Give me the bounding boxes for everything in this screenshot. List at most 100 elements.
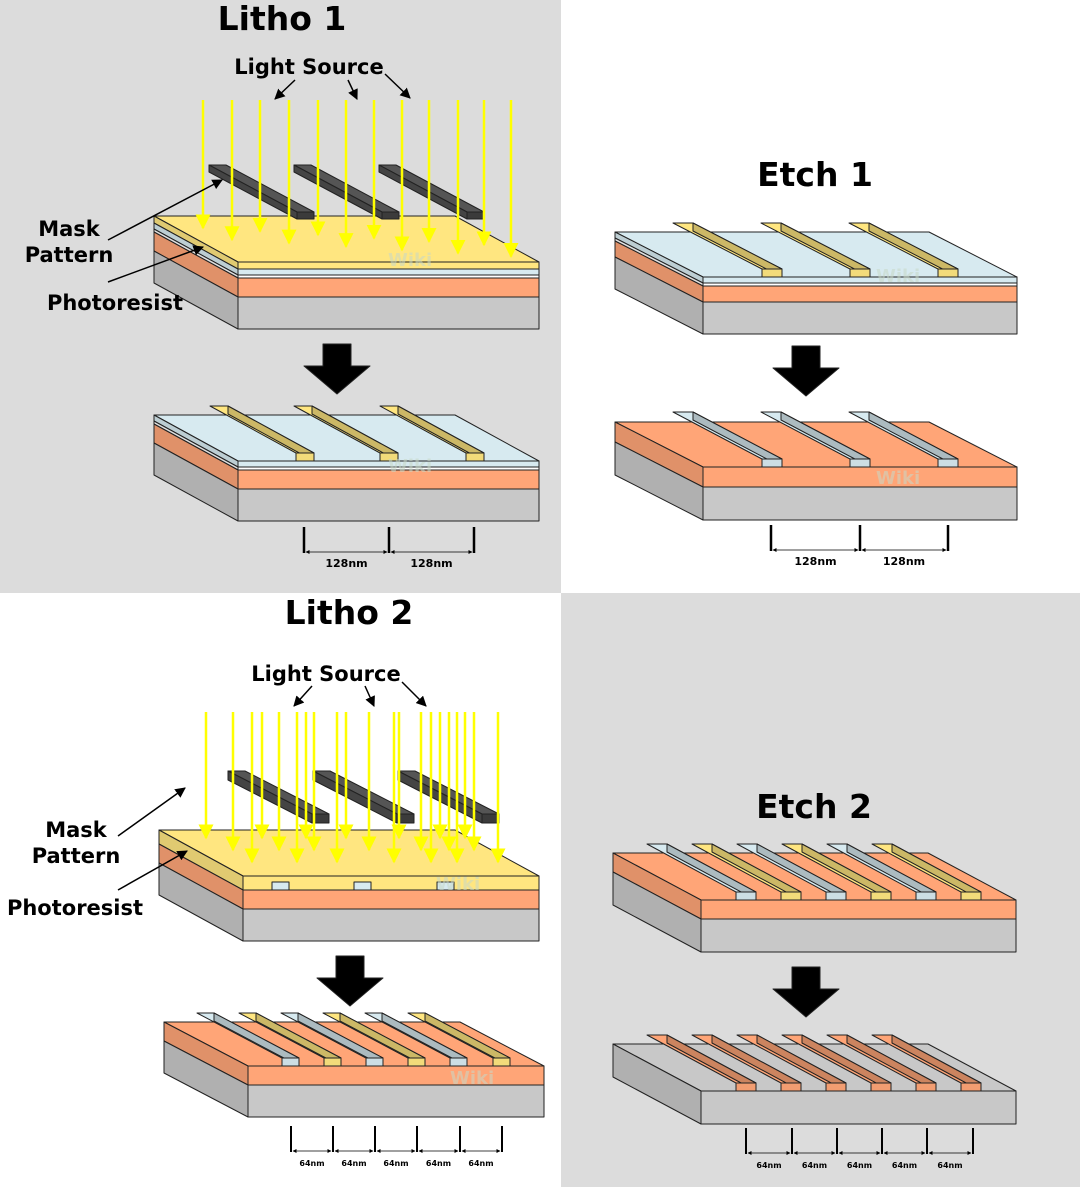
- etch1-hardmask-line-front: [761, 458, 783, 468]
- etch1-after-oxide-front: [702, 466, 1018, 488]
- etch2-line-front: [825, 891, 847, 901]
- watermark-text: Wiki: [388, 456, 432, 477]
- litho2-mask-label-1: Mask: [45, 818, 108, 842]
- watermark-text: Wiki: [876, 468, 920, 489]
- etch2-oxide-fin-front: [735, 1082, 757, 1092]
- litho1-after-substrate-front: [237, 488, 540, 522]
- etch2-oxide-fin-front: [825, 1082, 847, 1092]
- etch2-title: Etch 2: [756, 787, 872, 826]
- etch1-after-substrate-side: [614, 441, 704, 521]
- litho1-resist-line-front: [295, 452, 315, 462]
- litho1-dim-label: 128nm: [410, 557, 452, 570]
- etch2-process-arrow: [772, 966, 840, 1018]
- etch1-resist-line-front: [849, 268, 871, 278]
- litho2-dim-label: 64nm: [341, 1159, 366, 1168]
- litho1-light-source-label: Light Source: [234, 55, 383, 79]
- litho1-after-substrate-side: [153, 442, 239, 522]
- litho2-dim-label: 64nm: [383, 1159, 408, 1168]
- etch2-oxide-fin-front: [780, 1082, 802, 1092]
- etch1-title: Etch 1: [757, 155, 873, 194]
- litho2-line-front: [365, 1057, 384, 1067]
- etch1-before-substrate-side: [614, 256, 704, 335]
- litho2-mask-bar-side: [227, 770, 313, 824]
- litho2-line-front: [492, 1057, 511, 1067]
- litho1-mask-bar-side: [293, 164, 383, 220]
- litho2-photoresist-label: Photoresist: [7, 896, 143, 920]
- litho1-process-arrow: [303, 343, 371, 395]
- etch1-dim-label: 128nm: [883, 555, 925, 568]
- watermark-text: Wiki: [876, 266, 920, 287]
- litho2-after-substrate-side: [163, 1040, 249, 1118]
- etch2-dim-label: 64nm: [937, 1161, 962, 1170]
- litho1-before-substrate-front: [237, 296, 540, 330]
- etch2-before-substrate-side: [612, 871, 702, 953]
- litho1-light-pointer: [274, 79, 296, 100]
- etch2-oxide-fin-front: [870, 1082, 892, 1092]
- litho2-before-substrate-side: [158, 862, 244, 942]
- etch2-after-substrate-front: [700, 1090, 1017, 1125]
- litho1-dim-label: 128nm: [325, 557, 367, 570]
- litho2-line-front: [323, 1057, 342, 1067]
- etch2-oxide-fin-front: [960, 1082, 982, 1092]
- litho2-embedded-hardmask: [353, 881, 372, 891]
- litho1-light-pointer: [384, 73, 411, 99]
- litho2-mask-label-2: Pattern: [32, 844, 121, 868]
- etch1-process-arrow: [772, 345, 840, 397]
- litho2-dim-label: 64nm: [468, 1159, 493, 1168]
- litho2-embedded-hardmask: [436, 881, 455, 891]
- etch2-line-front: [915, 891, 937, 901]
- litho2-light-pointer: [364, 685, 375, 707]
- etch2-line-front: [960, 891, 982, 901]
- etch2-dim-label: 64nm: [847, 1161, 872, 1170]
- etch2-dim-label: 64nm: [892, 1161, 917, 1170]
- litho2-photoresist-pointer: [117, 850, 188, 891]
- etch1-before-hardmask-front: [702, 276, 1018, 284]
- litho2-mask-bar-front: [481, 813, 500, 824]
- etch2-line-front: [870, 891, 892, 901]
- litho2-dim-label: 64nm: [426, 1159, 451, 1168]
- litho2-light-pointer: [293, 685, 313, 707]
- litho1-mask-pointer: [107, 179, 223, 241]
- litho1-mask-bar-front: [466, 211, 485, 220]
- litho2-after-oxide-front: [247, 1065, 545, 1086]
- watermark-text: Wiki: [436, 874, 480, 895]
- litho2-before-oxide-front: [242, 889, 540, 910]
- litho1-light-pointer: [347, 79, 358, 100]
- litho2-before-substrate-front: [242, 908, 540, 942]
- litho2-after-substrate-front: [247, 1084, 545, 1118]
- litho2-embedded-hardmask: [271, 881, 290, 891]
- litho2-light-pointer: [401, 681, 427, 707]
- litho1-mask-bar-front: [381, 211, 400, 220]
- litho1-mask-bar-side: [208, 164, 298, 220]
- watermark-text: Wiki: [388, 250, 432, 271]
- etch2-line-front: [780, 891, 802, 901]
- litho1-photoresist-label: Photoresist: [47, 291, 183, 315]
- litho1-resist-line-front: [379, 452, 399, 462]
- litho2-dim-label: 64nm: [299, 1159, 324, 1168]
- etch1-resist-line-front: [761, 268, 783, 278]
- etch2-before-oxide-front: [700, 899, 1017, 920]
- etch2-line-front: [735, 891, 757, 901]
- etch1-dim-label: 128nm: [794, 555, 836, 568]
- etch1-before-oxide-front: [702, 285, 1018, 303]
- litho2-line-front: [449, 1057, 468, 1067]
- litho1-resist-line-front: [465, 452, 485, 462]
- etch2-dim-label: 64nm: [756, 1161, 781, 1170]
- etch1-after-substrate-front: [702, 486, 1018, 521]
- etch2-oxide-fin-front: [915, 1082, 937, 1092]
- litho1-mask-label-1: Mask: [38, 217, 101, 241]
- etch2-before-substrate-front: [700, 918, 1017, 953]
- litho1-before-substrate-side: [153, 250, 239, 330]
- litho1-mask-bar-front: [296, 211, 315, 220]
- litho2-process-arrow: [316, 955, 384, 1007]
- litho1-mask-label-2: Pattern: [25, 243, 114, 267]
- litho1-mask-bar-top: [378, 164, 485, 213]
- litho2-light-source-label: Light Source: [251, 662, 400, 686]
- etch1-hardmask-line-front: [849, 458, 871, 468]
- etch1-before-substrate-front: [702, 301, 1018, 335]
- etch1-hardmask-line-front: [937, 458, 959, 468]
- watermark-text: Wiki: [450, 1068, 494, 1089]
- litho2-line-front: [407, 1057, 426, 1067]
- litho1-title: Litho 1: [218, 0, 347, 38]
